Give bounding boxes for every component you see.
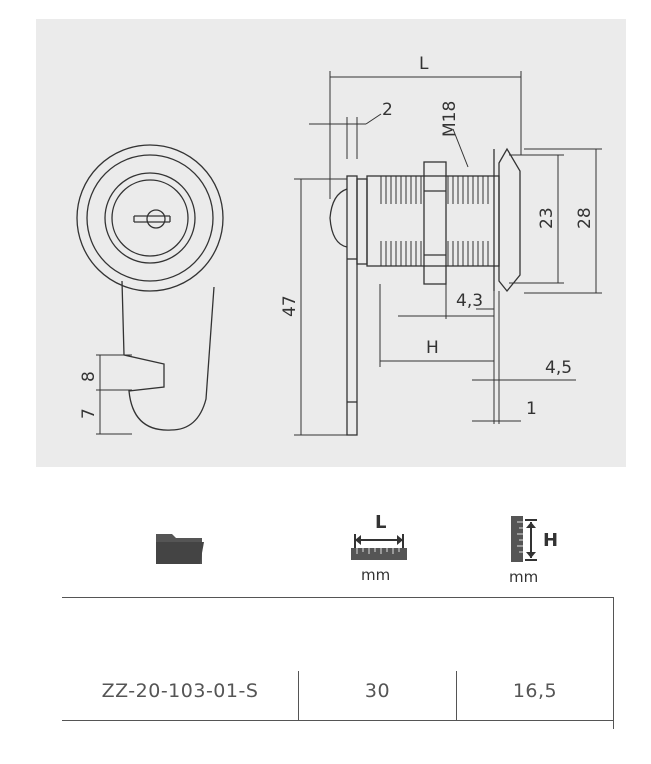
dim-leader-m18 [452,128,469,168]
length-letter: L [375,512,387,533]
height-letter: H [543,530,559,551]
technical-drawing-panel: L 2 M18 23 28 47 4,3 H 4,5 1 8 7 [36,19,626,467]
keyhole-slot [133,215,171,223]
lock-barrel [366,175,500,267]
dim-label-8: 8 [79,371,99,382]
dim-label-28: 28 [575,207,595,229]
dim-label-47: 47 [280,295,300,317]
lock-face-ring [104,172,196,264]
header-length: L mm [345,508,415,588]
cell-height: 16,5 [512,680,558,702]
table-col-divider-1 [298,671,299,721]
keyhole-center [146,209,166,229]
dim-label-4-5: 4,5 [545,358,572,378]
table-bottom-rule [62,720,614,721]
lock-core [111,179,189,257]
table-right-border [613,597,614,729]
dim-label-2: 2 [382,100,393,120]
cam-plate-side [346,175,358,436]
dim-label-H: H [426,338,439,358]
header-folder [150,528,210,570]
thread-top-left [380,176,422,204]
header-height: H mm [505,512,575,588]
lock-mid-ring [86,154,214,282]
dim-label-23: 23 [537,207,557,229]
folder-icon [156,534,204,564]
thread-bottom-right [447,241,489,266]
ruler-height-icon [511,516,537,562]
dim-label-L: L [419,54,429,74]
thread-bottom-left [380,241,422,266]
dim-label-1: 1 [526,399,537,419]
dim-label-7: 7 [79,408,99,419]
table-col-divider-2 [456,671,457,721]
rear-cap [329,188,348,248]
length-unit: mm [361,566,391,584]
hex-nut [423,161,447,285]
ruler-length-icon [351,534,407,560]
cell-product-code: ZZ-20-103-01-S [101,680,259,702]
table-top-rule [62,597,614,598]
cell-length: 30 [364,680,391,702]
cam-arm [121,280,215,431]
height-unit: mm [509,568,539,586]
thread-top-right [447,176,489,204]
dim-label-4-3: 4,3 [456,291,483,311]
technical-drawing: L 2 M18 23 28 47 4,3 H 4,5 1 8 7 [76,54,602,436]
dim-label-m18: M18 [440,101,460,137]
front-flange [498,147,521,293]
lock-outer-ring [76,144,224,292]
